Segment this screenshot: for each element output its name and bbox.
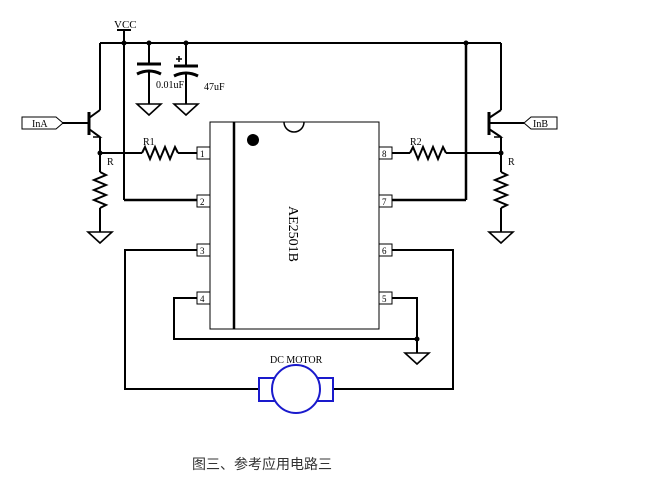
input-b-label: InB <box>533 119 548 130</box>
resistor-left <box>85 153 115 245</box>
input-a-tag: InA <box>21 116 64 130</box>
pin-1: 1 <box>196 146 211 160</box>
figure-caption: 图三、参考应用电路三 <box>192 456 332 473</box>
resistor-left-label: R <box>107 157 114 168</box>
vcc-rail <box>100 29 501 202</box>
resistor-right-label: R <box>508 157 515 168</box>
pin-5: 5 <box>378 291 393 305</box>
svg-text:6: 6 <box>382 246 387 256</box>
motor-wiring <box>124 249 454 390</box>
svg-text:1: 1 <box>200 149 205 159</box>
resistor-r2 <box>392 144 501 162</box>
capacitor-0.01uF <box>134 43 164 117</box>
svg-text:3: 3 <box>200 246 205 256</box>
pin-8: 8 <box>378 146 393 160</box>
pin-6: 6 <box>378 243 393 257</box>
ic-chip: AE2501B <box>209 121 380 330</box>
resistor-right <box>486 153 516 245</box>
ground-wiring <box>173 297 432 366</box>
svg-text:7: 7 <box>382 197 387 207</box>
svg-text:8: 8 <box>382 149 387 159</box>
motor-label: DC MOTOR <box>270 355 323 366</box>
pin-7: 7 <box>378 194 393 208</box>
svg-text:4: 4 <box>200 294 205 304</box>
pin-4: 4 <box>196 291 211 305</box>
transistor-right <box>487 43 524 153</box>
capacitor-47uF <box>171 43 201 117</box>
resistor-r2-label: R2 <box>410 137 422 148</box>
resistor-r1 <box>100 144 197 162</box>
input-b-tag: InB <box>523 116 558 130</box>
svg-text:5: 5 <box>382 294 387 304</box>
chip-label: AE2501B <box>285 206 300 262</box>
capacitor-small-label: 0.01uF <box>156 80 185 91</box>
input-a-label: InA <box>32 119 48 130</box>
pin-3: 3 <box>196 243 211 257</box>
pin-2: 2 <box>196 194 211 208</box>
capacitor-large-label: 47uF <box>204 82 225 93</box>
vcc-label: VCC <box>114 19 137 31</box>
vcc-to-pin7 <box>392 43 468 202</box>
resistor-r1-label: R1 <box>143 137 155 148</box>
transistor-left <box>62 43 103 153</box>
pin1-marker <box>247 134 259 146</box>
svg-text:2: 2 <box>200 197 205 207</box>
dc-motor <box>258 364 334 414</box>
